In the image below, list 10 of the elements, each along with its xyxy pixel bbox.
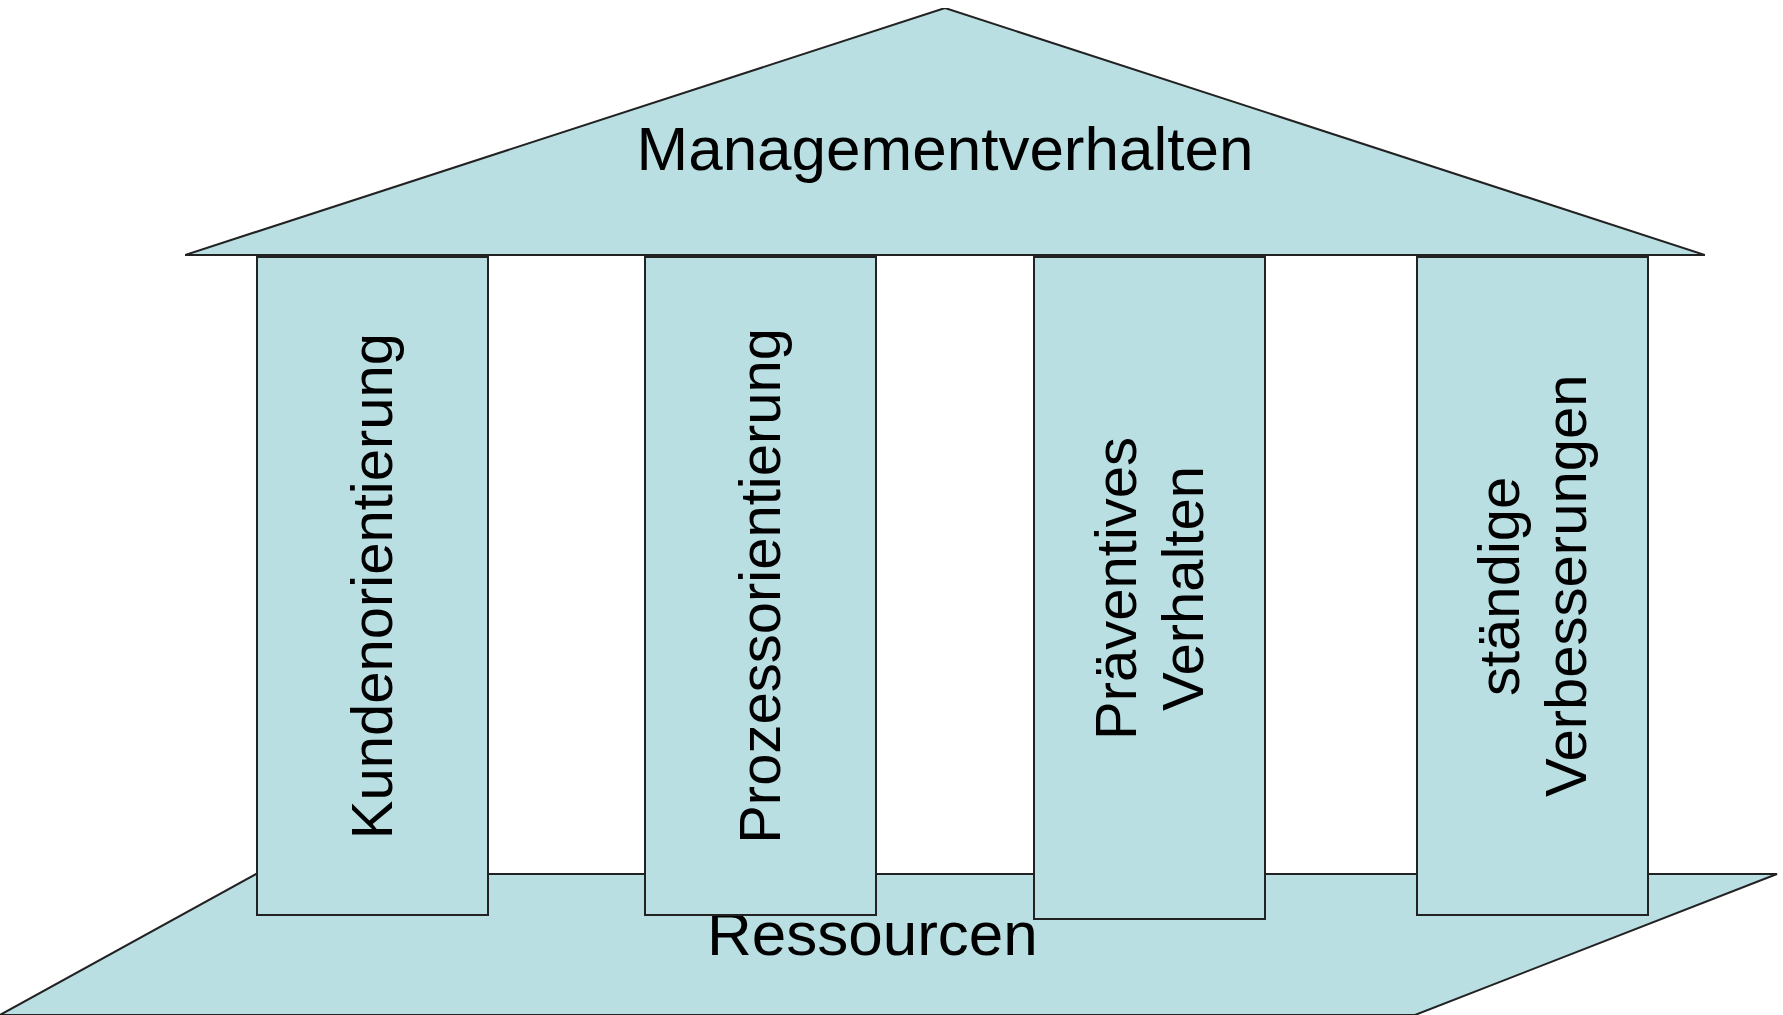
pillar-label: Kundenorientierung <box>339 332 406 840</box>
pillar-label: Prozessorientierung <box>727 328 794 844</box>
pillar <box>256 256 489 916</box>
roof-label: Managementverhalten <box>636 112 1254 184</box>
base-label: Ressourcen <box>707 897 1038 969</box>
pillar-label: Präventives Verhalten <box>1082 435 1216 742</box>
pillar <box>1416 256 1649 916</box>
pillar <box>644 256 877 916</box>
pillar <box>1033 256 1266 920</box>
pillar-label: ständige Verbesserungen <box>1465 373 1599 800</box>
